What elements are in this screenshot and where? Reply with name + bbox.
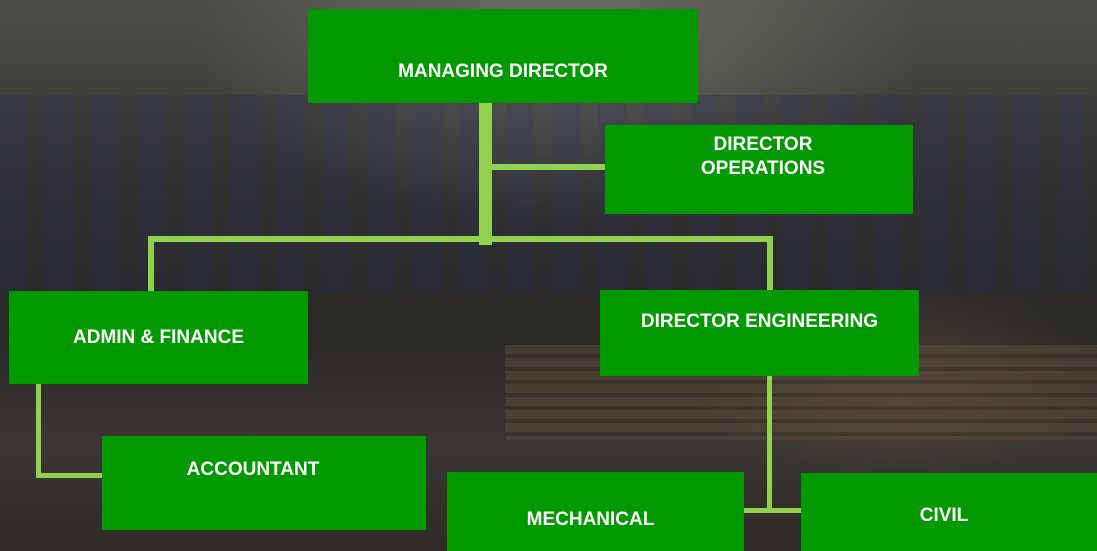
- director-operations-box: DIRECTOR OPERATIONS: [605, 125, 913, 214]
- connector-engineering-drop: [767, 236, 773, 292]
- connector-horizontal-bar: [148, 236, 773, 242]
- connector-engineering-down: [767, 375, 772, 513]
- accountant-label: ACCOUNTANT: [186, 459, 320, 480]
- managing-director-label: MANAGING DIRECTOR: [398, 61, 608, 82]
- director-operations-line1: DIRECTOR: [713, 134, 813, 155]
- accountant-box: ACCOUNTANT: [102, 436, 426, 530]
- civil-box: CIVIL: [801, 473, 1097, 551]
- mechanical-label: MECHANICAL: [526, 509, 655, 530]
- background-workers: [0, 95, 1097, 295]
- connector-admin-drop: [148, 236, 154, 292]
- civil-label: CIVIL: [919, 505, 969, 526]
- connector-md-vertical: [479, 100, 492, 245]
- connector-operations-branch: [490, 164, 608, 170]
- director-operations-line2: OPERATIONS: [700, 157, 826, 179]
- director-engineering-box: DIRECTOR ENGINEERING: [600, 290, 919, 376]
- connector-admin-down: [36, 383, 41, 478]
- managing-director-box: MANAGING DIRECTOR: [308, 9, 698, 103]
- director-engineering-label: DIRECTOR ENGINEERING: [640, 311, 879, 332]
- connector-mechanical-civil: [742, 508, 804, 513]
- admin-finance-label: ADMIN & FINANCE: [73, 326, 244, 348]
- admin-finance-box: ADMIN & FINANCE: [9, 291, 308, 384]
- director-operations-label: DIRECTOR OPERATIONS: [701, 133, 825, 181]
- mechanical-box: MECHANICAL: [447, 472, 744, 551]
- connector-accountant-link: [36, 473, 106, 478]
